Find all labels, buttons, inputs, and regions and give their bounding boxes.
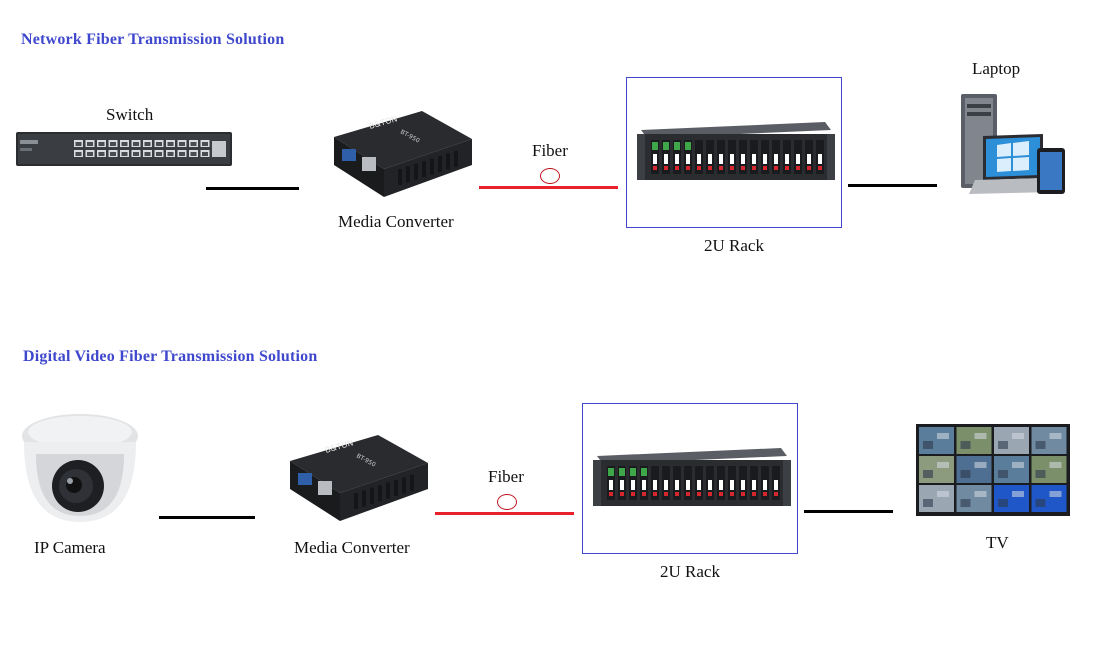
tv-label: TV [986, 533, 1009, 552]
rack-label: 2U Rack [704, 236, 764, 255]
solution-heading-video: Digital Video Fiber Transmission Solutio… [23, 348, 318, 365]
solution-heading-network: Network Fiber Transmission Solution [21, 31, 285, 48]
copper-link-camera [159, 516, 255, 519]
rack-chassis-icon [591, 444, 791, 512]
rack-frame [626, 77, 842, 228]
laptop-devices-icon [957, 90, 1067, 198]
copper-link-laptop [848, 184, 937, 187]
fiber-splice-marker [540, 168, 560, 184]
fiber-link [435, 512, 574, 515]
switch-label: Switch [106, 105, 154, 124]
fiber-label: Fiber [488, 467, 524, 486]
ip-camera-icon [18, 412, 142, 526]
media-converter-label: Media Converter [338, 212, 454, 231]
copper-link-tv [804, 510, 893, 513]
ip-camera-label: IP Camera [34, 538, 106, 557]
laptop-label: Laptop [972, 59, 1021, 78]
network-switch-icon [16, 132, 232, 166]
fiber-splice-marker [497, 494, 517, 510]
copper-link-switch [206, 187, 299, 190]
fiber-label: Fiber [532, 141, 568, 160]
fiber-link [479, 186, 618, 189]
media-converter-label: Media Converter [294, 538, 410, 557]
rack-label: 2U Rack [660, 562, 720, 581]
tv-wall-icon [916, 424, 1070, 516]
rack-frame [582, 403, 798, 554]
rack-chassis-icon [635, 118, 835, 186]
